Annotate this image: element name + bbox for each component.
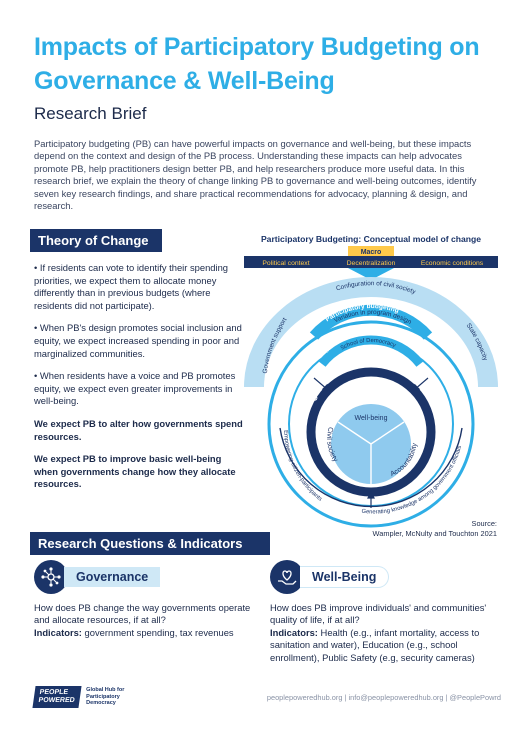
macro-item-economic: Economic conditions bbox=[421, 260, 484, 267]
source-label: Source: bbox=[471, 519, 497, 528]
theory-statement-2: We expect PB to improve basic well-being… bbox=[34, 453, 236, 490]
wellbeing-block: Well-Being How does PB improve individua… bbox=[270, 560, 496, 664]
conceptual-model-diagram: Participatory Budgeting: Conceptual mode… bbox=[244, 234, 498, 528]
wellbeing-label: Well-Being bbox=[300, 566, 390, 588]
governance-block: Governance How does PB change the way go… bbox=[34, 560, 254, 639]
macro-bar bbox=[244, 256, 498, 268]
logo-top: PEOPLE bbox=[39, 689, 69, 696]
governance-indicators-label: Indicators: bbox=[34, 626, 82, 638]
theory-statement-1: We expect PB to alter how governments sp… bbox=[34, 417, 243, 442]
theory-bullet-1: • If residents can vote to identify thei… bbox=[34, 262, 229, 311]
page-subtitle: Research Brief bbox=[34, 104, 147, 123]
core-label-wellbeing: Well-being bbox=[355, 415, 388, 422]
pb-ring bbox=[267, 320, 475, 528]
diagram-source: Source: Wampler, McNulty and Touchton 20… bbox=[373, 519, 497, 539]
macro-label: Macro bbox=[361, 249, 382, 256]
macro-tab bbox=[348, 246, 394, 256]
governance-question: How does PB change the way governments o… bbox=[34, 602, 251, 626]
macro-item-political: Political context bbox=[262, 260, 309, 267]
source-text: Wampler, McNulty and Touchton 2021 bbox=[372, 529, 497, 538]
wellbeing-question: How does PB improve individuals' and com… bbox=[270, 602, 487, 626]
theory-bullet-3: • When residents have a voice and PB pro… bbox=[34, 370, 236, 407]
people-powered-logo: PEOPLE POWERED Global Hub for Participat… bbox=[32, 686, 125, 708]
wellbeing-indicators: Health (e.g., infant mortality, access t… bbox=[270, 626, 480, 663]
meso-arrow bbox=[348, 268, 394, 280]
logo-sub-2: Participatory bbox=[86, 693, 120, 700]
outer-ring bbox=[244, 277, 498, 388]
governance-indicators: government spending, tax revenues bbox=[84, 626, 234, 638]
core-divider bbox=[337, 421, 405, 484]
logo-sub-1: Global Hub for bbox=[86, 687, 125, 694]
governance-label: Governance bbox=[64, 567, 161, 587]
footer-links[interactable]: peoplepoweredhub.org | info@peoplepowere… bbox=[266, 693, 501, 702]
macro-item-decentralization: Decentralization bbox=[347, 260, 396, 267]
inward-arrows bbox=[313, 377, 429, 508]
diagram-title: Participatory Budgeting: Conceptual mode… bbox=[261, 234, 481, 244]
research-heading: Research Questions & Indicators bbox=[30, 532, 270, 555]
wellbeing-indicators-label: Indicators: bbox=[270, 626, 318, 638]
logo-sub-3: Democracy bbox=[86, 700, 116, 707]
theory-list: • If residents can vote to identify thei… bbox=[34, 262, 244, 501]
theory-bullet-2: • When PB's design promotes social inclu… bbox=[34, 322, 242, 359]
heart-hand-icon bbox=[270, 560, 304, 594]
network-icon bbox=[34, 560, 68, 594]
logo-bottom: POWERED bbox=[38, 697, 76, 704]
intro-paragraph: Participatory budgeting (PB) can have po… bbox=[34, 138, 477, 212]
individual-label-band bbox=[318, 335, 424, 367]
page-title: Impacts of Participatory Budgeting on Go… bbox=[34, 33, 480, 95]
pb-label-band bbox=[309, 304, 433, 340]
theory-heading: Theory of Change bbox=[30, 229, 162, 252]
